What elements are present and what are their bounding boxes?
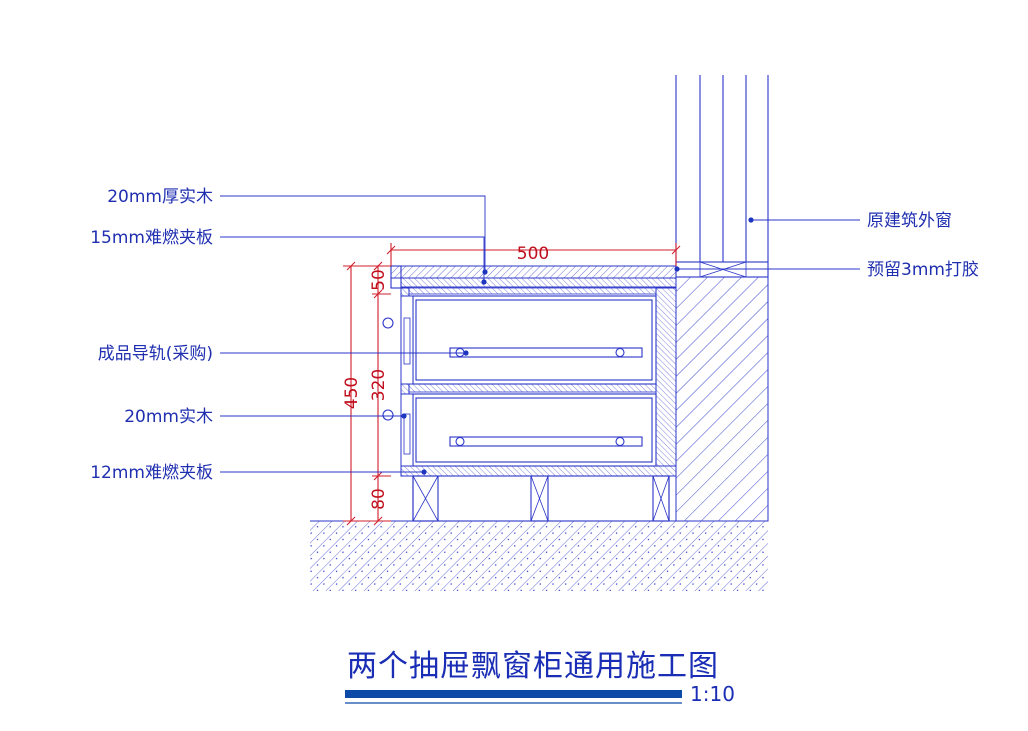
leader-dots xyxy=(401,217,754,475)
drawer-upper xyxy=(382,295,657,385)
label-original-window: 原建筑外窗 xyxy=(867,211,952,231)
label-top-solid-wood: 20mm厚实木 xyxy=(107,187,213,207)
dim-plinth: 80 xyxy=(369,488,389,510)
drawing-title: 两个抽屉飘窗柜通用施工图 xyxy=(347,649,719,684)
floor-slab xyxy=(310,521,768,591)
label-drawer-slide: 成品导轨(采购) xyxy=(98,344,213,364)
base-fire-board xyxy=(400,465,677,477)
plinth xyxy=(412,475,670,522)
label-glue-gap: 预留3mm打胶 xyxy=(867,260,979,280)
wall-section xyxy=(675,276,769,522)
label-front-solid-wood: 20mm实木 xyxy=(124,407,213,427)
title-bar xyxy=(345,690,682,698)
dim-width: 500 xyxy=(517,244,549,264)
dimensions xyxy=(343,243,681,526)
label-base-fire-board: 12mm难燃夹板 xyxy=(90,463,213,483)
dim-top-thickness: 50 xyxy=(369,269,389,291)
cabinet-carcass xyxy=(400,287,677,477)
drawer-lower xyxy=(382,393,657,467)
dim-drawer-zone: 320 xyxy=(369,369,389,401)
leader-lines xyxy=(220,195,860,473)
label-top-fire-board: 15mm难燃夹板 xyxy=(90,228,213,248)
drawing-scale: 1:10 xyxy=(690,682,735,706)
dim-total-height: 450 xyxy=(342,377,362,409)
countertop-fire-board xyxy=(400,277,677,288)
countertop-solid-wood xyxy=(390,265,677,279)
window-frame xyxy=(675,75,769,278)
